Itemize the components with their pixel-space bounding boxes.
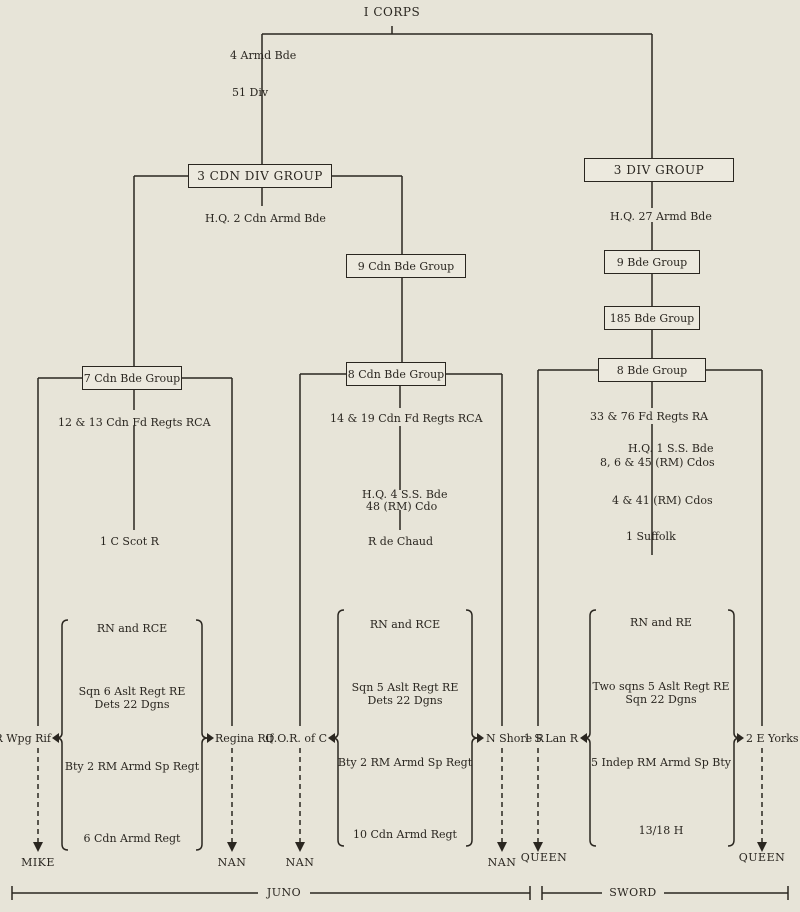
cdn-hq: H.Q. 2 Cdn Armd Bde xyxy=(205,212,326,225)
cdn-bde8-right-unit: N Shore R xyxy=(486,732,544,745)
cdn-bde8-support-4: Bty 2 RM Armd Sp Regt xyxy=(337,756,473,769)
beach-queen-2: QUEEN xyxy=(738,851,786,864)
british-bde8-reserve: 1 Suffolk xyxy=(626,530,676,543)
british-bde185-box: 185 Bde Group xyxy=(604,306,700,330)
british-bde8-left-unit: 1 S Lan R xyxy=(523,732,578,745)
cdn-bde8-hq: H.Q. 4 S.S. Bde xyxy=(362,488,448,501)
british-bde8-support-1: RN and RE xyxy=(630,616,692,629)
beach-queen-1: QUEEN xyxy=(520,851,568,864)
cdn-bde8-artillery: 14 & 19 Cdn Fd Regts RCA xyxy=(330,412,483,425)
british-bde8-cdos1: 8, 6 & 45 (RM) Cdos xyxy=(600,456,715,469)
british-bde8-support-3: Sqn 22 Dgns xyxy=(625,693,697,706)
cdn-bde7-artillery: 12 & 13 Cdn Fd Regts RCA xyxy=(58,416,211,429)
british-bde8-support-2: Two sqns 5 Aslt Regt RE xyxy=(592,680,730,693)
cdn-bde7-support-1: RN and RCE xyxy=(96,622,168,635)
cdn-bde7-reserve: 1 C Scot R xyxy=(100,535,159,548)
cdn-bde8-support-2: Sqn 5 Aslt Regt RE xyxy=(351,681,459,694)
cdn-bde7-support-3: Dets 22 Dgns xyxy=(94,698,170,711)
cdn-bde7-left-unit: R Wpg Rif xyxy=(0,732,51,745)
cdn-bde8-left-unit: Q.O.R. of C xyxy=(265,732,327,745)
beach-nan-1: NAN xyxy=(217,856,247,869)
cdn-bde9-box: 9 Cdn Bde Group xyxy=(346,254,466,278)
british-bde8-right-unit: 2 E Yorks xyxy=(746,732,799,745)
cdn-bde7-right-unit: Regina Rif xyxy=(215,732,274,745)
british-hq: H.Q. 27 Armd Bde xyxy=(610,210,712,223)
cdn-bde8-box: 8 Cdn Bde Group xyxy=(346,362,446,386)
cdn-bde8-support-3: Dets 22 Dgns xyxy=(367,694,443,707)
cdn-div-group-box: 3 CDN DIV GROUP xyxy=(188,164,332,188)
british-bde8-box: 8 Bde Group xyxy=(598,358,706,382)
cdn-bde8-support-5: 10 Cdn Armd Regt xyxy=(353,828,457,841)
british-bde8-support-5: 13/18 H xyxy=(638,824,684,837)
cdn-bde8-reserve: R de Chaud xyxy=(368,535,434,548)
beach-nan-2: NAN xyxy=(285,856,315,869)
cdn-bde8-support-1: RN and RCE xyxy=(369,618,441,631)
div-51: 51 Div xyxy=(232,86,269,99)
sector-juno: JUNO xyxy=(266,886,302,899)
corps-title: I CORPS xyxy=(363,5,421,19)
british-div-group-box: 3 DIV GROUP xyxy=(584,158,734,182)
cdn-bde7-support-2: Sqn 6 Aslt Regt RE xyxy=(78,685,186,698)
cdn-bde7-box: 7 Cdn Bde Group xyxy=(82,366,182,390)
cdn-bde8-cdo: 48 (RM) Cdo xyxy=(366,500,438,513)
british-bde8-cdos2: 4 & 41 (RM) Cdos xyxy=(612,494,713,507)
british-bde8-hq: H.Q. 1 S.S. Bde xyxy=(628,442,714,455)
british-bde9-box: 9 Bde Group xyxy=(604,250,700,274)
beach-nan-3: NAN xyxy=(487,856,517,869)
british-bde8-artillery: 33 & 76 Fd Regts RA xyxy=(590,410,709,423)
sector-sword: SWORD xyxy=(609,886,657,899)
cdn-bde7-support-5: 6 Cdn Armd Regt xyxy=(83,832,181,845)
armd-bde-4: 4 Armd Bde xyxy=(230,49,297,62)
british-bde8-support-4: 5 Indep RM Armd Sp Bty xyxy=(590,756,732,769)
beach-mike: MIKE xyxy=(21,856,55,869)
cdn-bde7-support-4: Bty 2 RM Armd Sp Regt xyxy=(64,760,200,773)
